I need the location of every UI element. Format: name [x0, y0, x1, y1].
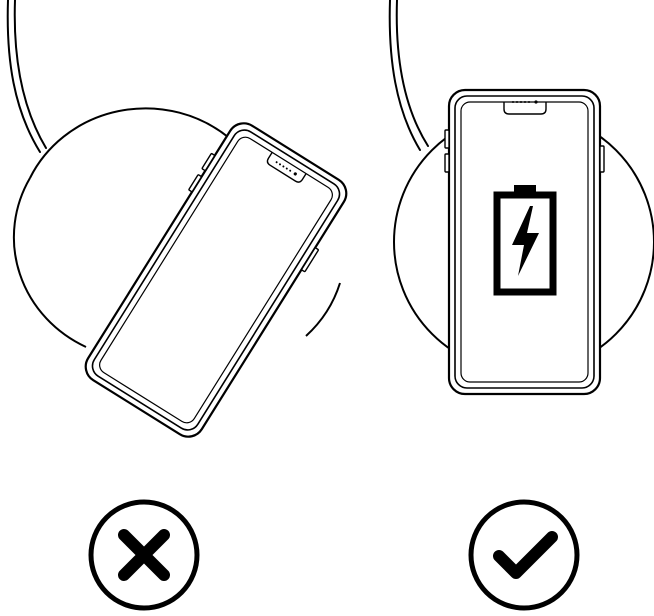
speaker-dots	[275, 161, 297, 176]
incorrect-placement-panel	[6, 0, 348, 438]
phone-inner-frame	[454, 95, 595, 389]
phone-notch	[266, 152, 307, 183]
cross-icon	[88, 499, 200, 611]
correct-placement-panel	[388, 0, 654, 396]
power-button	[301, 247, 319, 273]
speaker-dots	[512, 100, 538, 104]
tilted-phone	[84, 122, 348, 438]
checkmark-icon	[468, 499, 580, 611]
volume-button-bottom	[188, 174, 202, 193]
phone-screen	[99, 136, 333, 424]
power-button	[599, 145, 605, 173]
right-charger-cable	[388, 0, 429, 151]
battery-charging-icon	[493, 185, 557, 296]
left-charging-pad	[12, 107, 341, 348]
left-charger-cable	[6, 0, 47, 153]
phone-inner-frame	[91, 129, 341, 431]
volume-button-bottom	[444, 153, 450, 173]
volume-button-top	[201, 153, 216, 172]
phone-notch	[503, 102, 547, 115]
volume-button-top	[444, 129, 450, 149]
phone-body	[84, 122, 348, 438]
